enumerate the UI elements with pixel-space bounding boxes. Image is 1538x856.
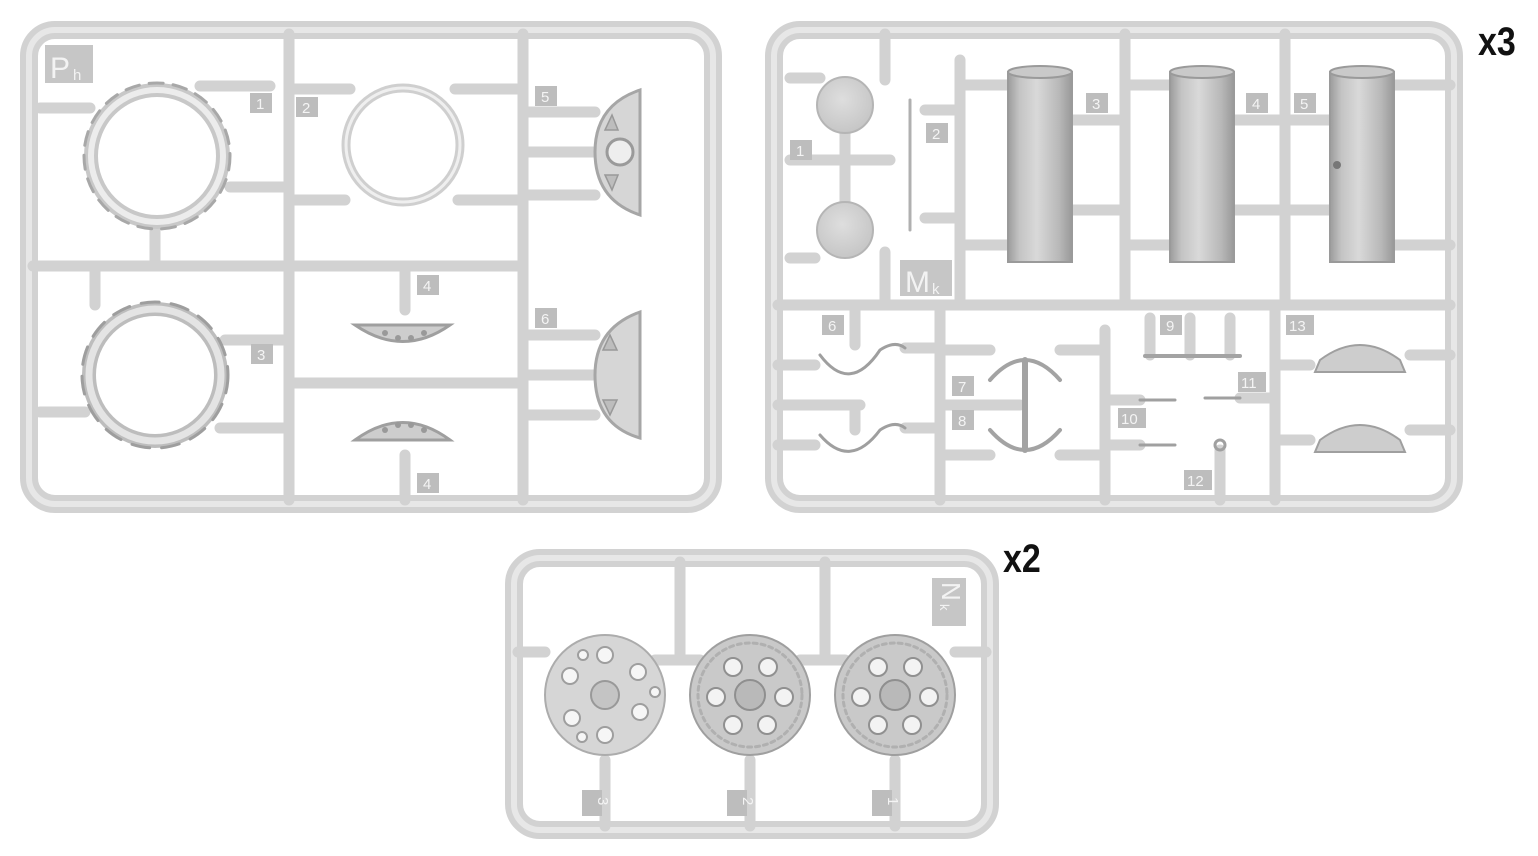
part-label: 13 [1289,318,1306,335]
part-label: 8 [958,413,966,430]
part-mk-1-disc [816,76,874,134]
sprue-nk [505,549,999,839]
sprue-nk-code-tag: N k [932,578,966,626]
part-label: h [73,67,81,84]
part-ph-6-cover [593,309,642,440]
part-label: 2 [739,797,756,805]
part-ph-4-lower [350,421,455,442]
part-label: 11 [1241,375,1257,392]
part-label: 3 [594,797,611,805]
part-label: 4 [1252,96,1260,113]
part-ph-3-ring [80,300,230,450]
part-label: 2 [302,100,310,117]
part-label: 3 [257,347,265,364]
part-label: 1 [256,96,264,113]
part-label: 1 [796,143,804,160]
sprue-mk-runners [772,28,1456,506]
part-nk-2-wheel [689,634,811,756]
part-nk-1-wheel [834,634,956,756]
nk-multiplier-label: x2 [1003,537,1041,581]
part-label: M [905,266,930,299]
part-label: 12 [1187,473,1204,490]
part-label: 6 [541,311,549,328]
part-label: 9 [1166,318,1174,335]
part-label: 2 [932,126,940,143]
part-nk-3-wheel [544,634,666,756]
sprue-ph-part-labels: 1 2 3 4 4 5 6 [250,86,557,493]
part-label: k [932,281,940,298]
part-label: 5 [1300,96,1308,113]
part-mk-6-bracket [818,423,907,453]
part-label: k [937,604,952,611]
sprue-mk [765,21,1463,513]
sprue-nk-part-labels: 3 2 1 [582,790,901,816]
part-mk-7-8-clamp [988,357,1062,453]
part-label: 1 [884,797,901,805]
part-label: 10 [1121,411,1138,428]
part-mk-10-11-12-pins [1138,396,1242,452]
sprue-nk-runners [512,556,992,832]
part-mk-4-cylinder [1169,65,1235,263]
part-label: 7 [958,379,966,396]
part-label: N [936,582,966,601]
part-mk-3-cylinder [1007,65,1073,263]
part-label: P [50,52,70,85]
part-ph-4-upper [350,323,455,343]
mk-multiplier-label: x3 [1478,20,1516,64]
part-mk-13-saddle [1313,424,1407,453]
part-label: 4 [423,476,431,493]
sprue-mk-part-labels: 1 2 3 4 5 6 7 8 9 10 11 12 13 [790,93,1316,490]
part-ph-2-ring [341,83,465,207]
part-label: 5 [541,89,549,106]
part-mk-1-disc [816,201,874,259]
part-label: 6 [828,318,836,335]
part-label: 4 [423,278,431,295]
part-mk-6-bracket [818,343,907,376]
sprue-ph-runners [27,28,601,506]
sprue-mk-code-tag: M k [900,260,952,299]
part-label: 3 [1092,96,1100,113]
part-ph-1-ring [82,81,232,231]
sprue-ph [20,21,722,513]
part-mk-13-saddle [1313,344,1407,373]
part-ph-5-cover [593,87,642,218]
part-mk-5-cylinder [1329,65,1395,263]
sprue-ph-code-tag: P h [45,45,93,85]
